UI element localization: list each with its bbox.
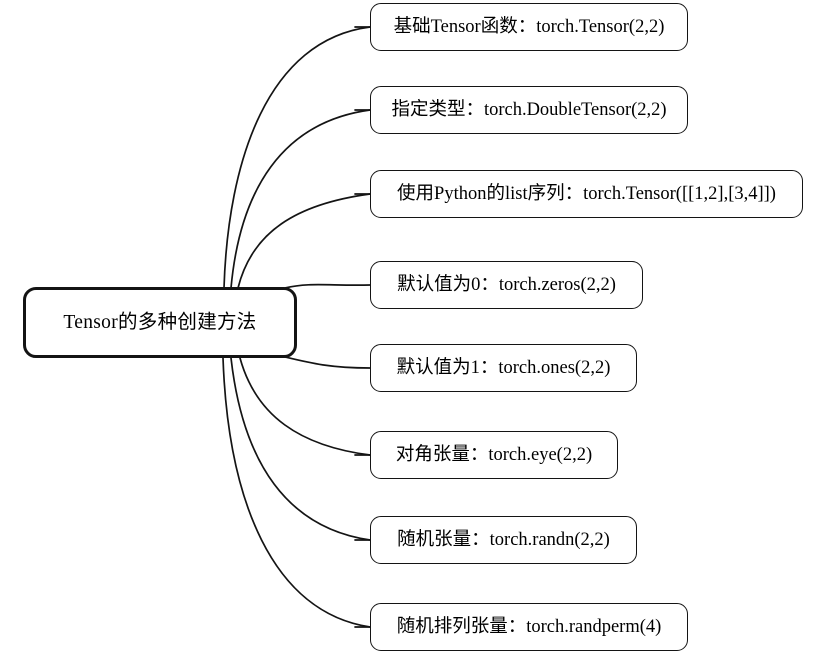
branch-node-label: 使用Python的list序列：torch.Tensor([[1,2],[3,4… [397, 183, 776, 204]
branch-node-2[interactable]: 指定类型：torch.DoubleTensor(2,2) [370, 86, 688, 134]
connector-to-branch-1 [223, 26, 371, 289]
branch-node-label: 对角张量：torch.eye(2,2) [395, 444, 593, 465]
branch-node-6[interactable]: 对角张量：torch.eye(2,2) [370, 431, 618, 479]
root-node-label: Tensor的多种创建方法 [63, 311, 257, 333]
branch-node-label: 默认值为0：torch.zeros(2,2) [397, 274, 616, 295]
branch-node-label: 基础Tensor函数：torch.Tensor(2,2) [393, 16, 665, 37]
connector-to-branch-2 [230, 109, 371, 289]
branch-node-label: 随机张量：torch.randn(2,2) [397, 529, 610, 550]
connector-to-branch-3 [237, 193, 371, 289]
branch-node-label: 指定类型：torch.DoubleTensor(2,2) [391, 99, 667, 120]
branch-node-7[interactable]: 随机张量：torch.randn(2,2) [370, 516, 637, 564]
branch-node-5[interactable]: 默认值为1：torch.ones(2,2) [370, 344, 637, 392]
branch-node-8[interactable]: 随机排列张量：torch.randperm(4) [370, 603, 688, 651]
connector-to-branch-5 [284, 356, 371, 369]
branch-node-label: 默认值为1：torch.ones(2,2) [396, 357, 611, 378]
branch-node-1[interactable]: 基础Tensor函数：torch.Tensor(2,2) [370, 3, 688, 51]
branch-node-label: 随机排列张量：torch.randperm(4) [396, 616, 662, 637]
connector-to-branch-4 [284, 283, 371, 289]
branch-node-4[interactable]: 默认值为0：torch.zeros(2,2) [370, 261, 643, 309]
branch-node-3[interactable]: 使用Python的list序列：torch.Tensor([[1,2],[3,4… [370, 170, 803, 218]
connector-to-branch-6 [239, 357, 371, 456]
connector-to-branch-7 [230, 357, 371, 541]
connector-to-branch-8 [222, 357, 371, 628]
root-node[interactable]: Tensor的多种创建方法 [23, 287, 297, 358]
